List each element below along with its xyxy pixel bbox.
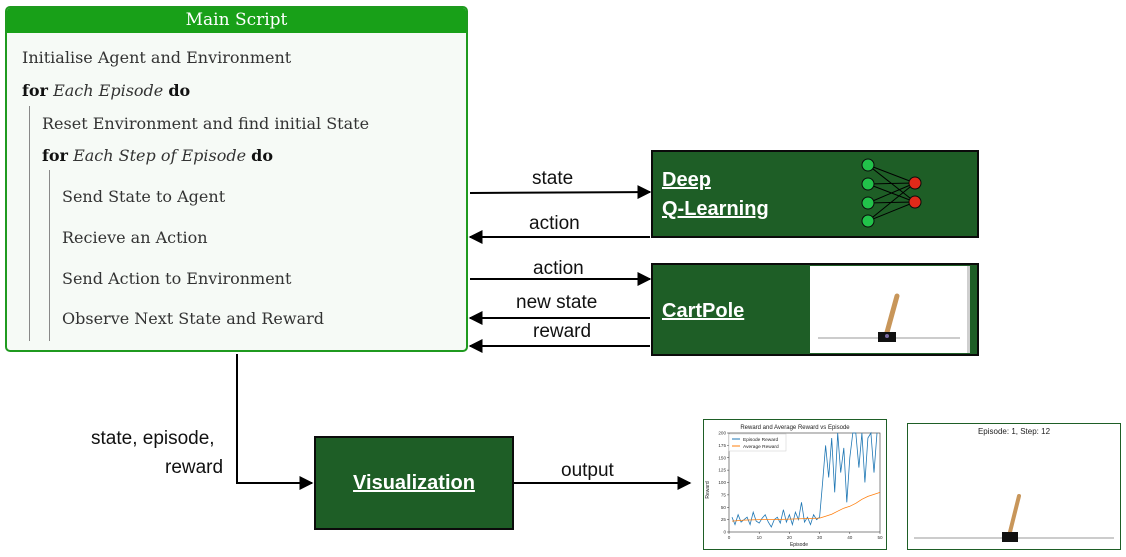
y-tick-label: 175	[718, 443, 726, 448]
for-keyword: for	[42, 146, 68, 165]
cartpole-render	[810, 266, 970, 353]
visualization-label: Visualization	[353, 472, 475, 494]
y-tick-label: 25	[721, 517, 727, 522]
episode-variable: Each Episode	[53, 81, 164, 100]
y-tick-label: 125	[718, 468, 726, 473]
step-receive-action: Recieve an Action	[62, 228, 208, 247]
cartpole-box: CartPole	[651, 263, 979, 356]
step-send-state: Send State to Agent	[62, 187, 226, 206]
x-tick-label: 20	[787, 535, 793, 540]
main-script-title: Main Script	[7, 8, 466, 33]
y-tick-label: 50	[721, 505, 727, 510]
step-observe: Observe Next State and Reward	[62, 309, 325, 328]
dqn-label-1: Deep	[662, 169, 711, 191]
y-tick-label: 150	[718, 455, 726, 460]
vis-input-arrow	[236, 354, 314, 490]
vis-input-label-2: reward	[165, 457, 224, 478]
series-line-average-reward	[731, 492, 881, 522]
x-tick-label: 10	[757, 535, 763, 540]
visualization-box: Visualization	[314, 436, 514, 530]
output-label: output	[561, 460, 614, 481]
state-label: state	[532, 168, 574, 189]
neural-network-icon	[861, 158, 922, 228]
dqn-box: Deep Q-Learning	[651, 150, 979, 238]
chart-title: Reward and Average Reward vs Episode	[740, 425, 850, 431]
do-keyword: do	[251, 146, 274, 165]
y-tick-label: 100	[718, 480, 726, 485]
reward-label: reward	[533, 321, 592, 342]
vis-input-label-1: state, episode,	[91, 428, 215, 449]
series-line-episode-reward	[731, 431, 878, 528]
cartpole-label: CartPole	[662, 300, 745, 322]
step-send-action: Send Action to Environment	[62, 269, 292, 288]
episode-cartpole-render	[914, 494, 1114, 542]
episode-frame: Episode: 1, Step: 12	[907, 423, 1121, 550]
y-tick-label: 200	[718, 431, 726, 436]
reset-line: Reset Environment and find initial State	[42, 114, 370, 133]
legend-average-reward: Average Reward	[743, 444, 779, 450]
y-tick-label: 75	[721, 492, 727, 497]
legend-episode-reward: Episode Reward	[743, 437, 779, 443]
inner-loop-bar	[49, 170, 50, 341]
main-script-box: Main Script Initialise Agent and Environ…	[5, 6, 468, 352]
for-episode-line: for Each Episode do	[22, 81, 190, 100]
state-arrow	[469, 185, 652, 200]
x-tick-label: 0	[728, 535, 731, 540]
dqn-label-2: Q-Learning	[662, 198, 769, 220]
outer-loop-bar	[29, 106, 30, 341]
x-tick-label: 40	[847, 535, 853, 540]
action-send-label: action	[533, 258, 584, 279]
y-tick-label: 0	[723, 530, 726, 535]
new-state-label: new state	[516, 292, 598, 313]
init-line: Initialise Agent and Environment	[22, 48, 292, 67]
chart-xlabel: Episode	[790, 542, 808, 548]
action-return-label: action	[529, 213, 580, 234]
for-step-line: for Each Step of Episode do	[42, 146, 273, 165]
reward-chart: Reward and Average Reward vs Episode Epi…	[705, 425, 883, 548]
do-keyword: do	[168, 81, 191, 100]
chart-ylabel: Reward	[705, 481, 711, 498]
episode-frame-caption: Episode: 1, Step: 12	[977, 427, 1051, 436]
for-keyword: for	[22, 81, 48, 100]
reward-chart-frame: Reward and Average Reward vs Episode Epi…	[703, 419, 887, 550]
x-tick-label: 50	[877, 535, 883, 540]
step-variable: Each Step of Episode	[73, 146, 247, 165]
x-tick-label: 30	[817, 535, 823, 540]
